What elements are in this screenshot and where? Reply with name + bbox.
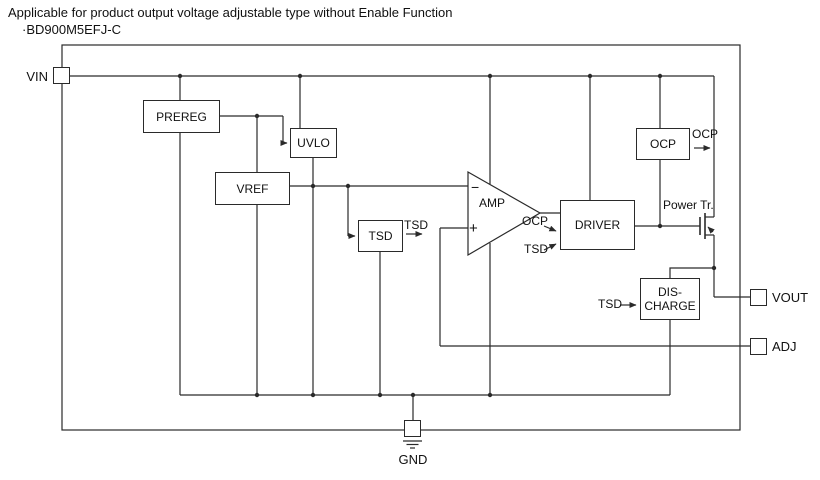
block-discharge: DIS- CHARGE	[640, 278, 700, 320]
ic-boundary-box	[61, 44, 741, 431]
tsd-to-discharge-signal-label: TSD	[598, 297, 622, 311]
power-transistor-label: Power Tr.	[663, 198, 714, 212]
vout-pin-label: VOUT	[772, 290, 809, 305]
junction-dots	[177, 73, 717, 398]
ocp-output-signal-label: OCP	[692, 127, 719, 141]
vin-pin-label: VIN	[26, 69, 48, 84]
block-driver: DRIVER	[560, 200, 635, 250]
vout-pin	[750, 289, 767, 306]
amp-label: AMP	[478, 196, 505, 210]
block-prereg: PREREG	[143, 100, 220, 133]
adj-pin	[750, 338, 767, 355]
tsd-to-driver-signal-label: TSD	[524, 242, 548, 256]
block-vref: VREF	[215, 172, 290, 205]
block-uvlo: UVLO	[290, 128, 337, 158]
ocp-to-driver-signal-label: OCP	[522, 214, 549, 228]
amp-triangle	[467, 170, 542, 257]
diagram-title: Applicable for product output voltage ad…	[8, 5, 453, 20]
part-number: ·BD900M5EFJ-C	[22, 22, 121, 37]
block-tsd: TSD	[358, 220, 403, 252]
adj-pin-label: ADJ	[772, 339, 797, 354]
amp-minus-input-label: −	[471, 179, 480, 195]
tsd-output-signal-label: TSD	[404, 218, 428, 232]
gnd-pin-label: GND	[398, 452, 428, 467]
vin-pin	[53, 67, 70, 84]
gnd-pin	[404, 420, 421, 437]
discharge-label-line2: CHARGE	[644, 299, 696, 313]
block-ocp: OCP	[636, 128, 690, 160]
amp-plus-input-label: +	[469, 220, 478, 237]
discharge-label-line1: DIS-	[658, 285, 682, 299]
